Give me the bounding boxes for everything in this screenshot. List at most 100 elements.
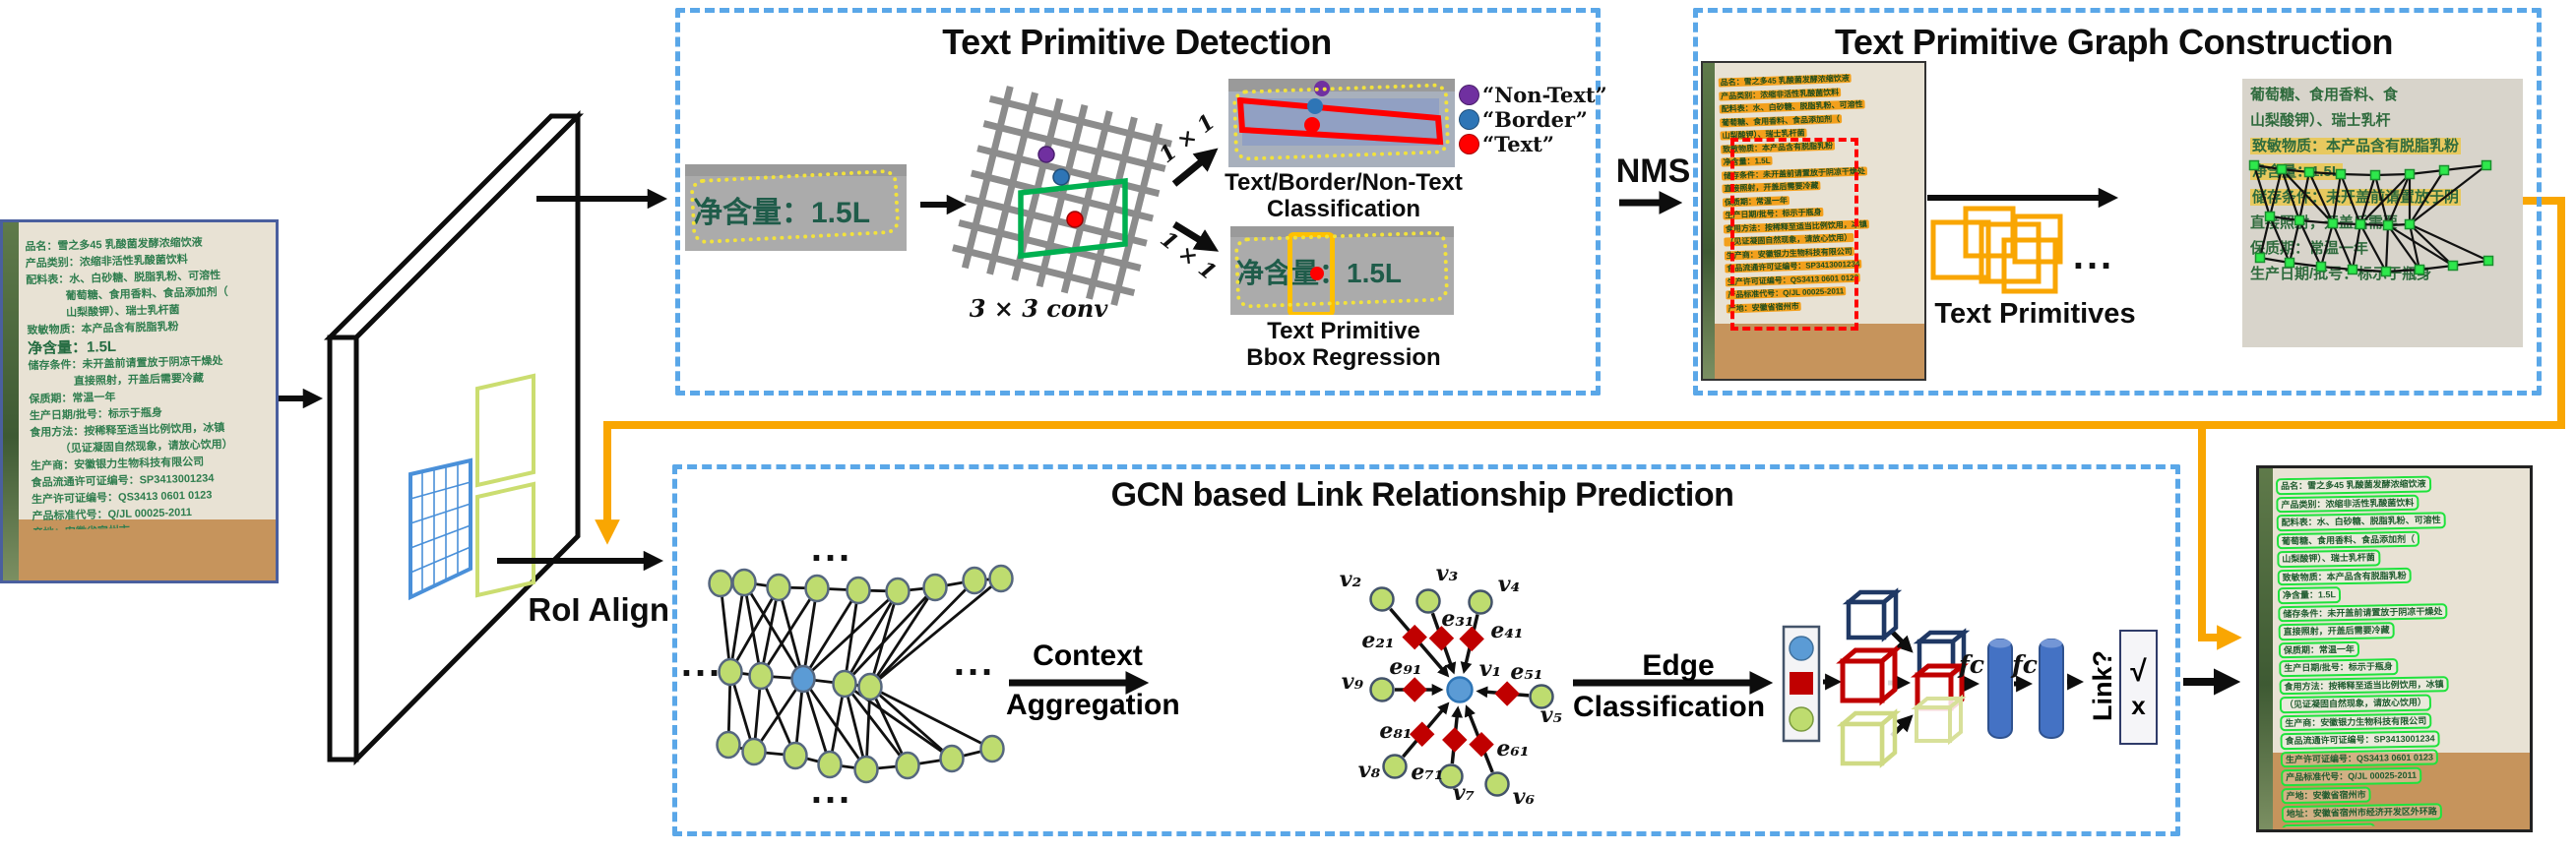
bottle-edge [3, 222, 19, 580]
text-line: 产地：安徽省宿州市 [2281, 786, 2371, 805]
text-line: 保质期：常温一年 [2250, 240, 2369, 257]
mesh-edge [2409, 223, 2489, 262]
proposal-box-2 [475, 481, 535, 598]
graph-ellipsis-left: ... [680, 641, 723, 685]
conv-grid [952, 86, 1172, 306]
classification-caption-1: Text/Border/Non-Text [1225, 169, 1463, 196]
mesh-node [2414, 264, 2425, 275]
conv-3x3-label: 3 × 3 conv [969, 294, 1108, 323]
node-feature-blue [1789, 636, 1814, 661]
mesh-node [2482, 255, 2494, 267]
node-label: v₃ [1436, 561, 1459, 586]
mesh-edge [2298, 218, 2334, 225]
graph-edge [801, 678, 832, 765]
mesh-node [2284, 257, 2295, 269]
graph-edge [801, 589, 860, 680]
mesh-edge [2443, 163, 2487, 172]
edge-label-2: Classification [1572, 691, 1766, 723]
mesh-edge [2387, 224, 2420, 271]
mesh-node [2404, 218, 2416, 230]
edge-feature-red [1790, 672, 1813, 695]
graph-edge [843, 589, 860, 685]
graph-node [731, 568, 757, 597]
graph-ellipsis-top: ... [810, 526, 853, 570]
edge-label: e₃₁ [1441, 606, 1474, 632]
mesh-edge [2374, 172, 2411, 177]
graph-node [846, 576, 871, 605]
graph-node [783, 741, 808, 770]
fc-label-1: fc [1959, 650, 1984, 679]
graph-node [741, 737, 767, 766]
mesh-edge [2373, 174, 2390, 226]
mesh-edge [2268, 215, 2292, 264]
edge-label-1: Edge [1642, 649, 1715, 682]
primitive-graph-image: 葡萄糖、食用香料、食山梨酸钾）、瑞士乳杆致敏物质：本产品含有脱脂乳粉净含量：1.… [2242, 79, 2523, 347]
edge-label: e₉₁ [1389, 654, 1421, 680]
graph-edge [868, 590, 900, 688]
mesh-edge [2340, 172, 2376, 177]
text-line: 产品标准代号：Q/JL 00025-2011 [2281, 766, 2422, 786]
red-dashed-region [1730, 138, 1858, 331]
star-node [1369, 586, 1395, 612]
gcn-box [672, 464, 2180, 836]
graph-edge [801, 587, 819, 680]
legend-label: “Non-Text” [1482, 83, 1607, 107]
pivot-node [790, 664, 816, 694]
classification-caption-2: Classification [1266, 196, 1421, 222]
crop-text: 净含量：1.5L [693, 197, 871, 229]
graph-edge [843, 590, 900, 685]
text-line: 储存条件：未开盖前请置放于阴凉干燥处 [2278, 602, 2448, 623]
primitive-graph-mesh [2248, 159, 2494, 277]
mesh-edge [2308, 170, 2342, 176]
graph-node [853, 755, 879, 784]
mesh-edge [2408, 223, 2421, 271]
graph-edge [869, 577, 1002, 689]
orange-connector [595, 197, 2565, 650]
mesh-edge [2386, 173, 2412, 226]
graph-node [817, 750, 843, 779]
edge-label: e₆₁ [1496, 736, 1529, 762]
graph-node [979, 734, 1005, 763]
node-label: v₈ [1358, 758, 1381, 783]
text-line: 食用方法：按稀释至适当比例饮用，冰镇 [2279, 675, 2449, 696]
graph-edge [719, 582, 732, 673]
text-line: 配料表：水、白砂糖、脱脂乳粉、可溶性 [2276, 512, 2446, 531]
graph-edge [869, 685, 953, 761]
graph-node [804, 574, 830, 603]
mesh-edge [2358, 174, 2377, 225]
graph-edge [777, 586, 805, 680]
non-text-pixel-dot [1037, 146, 1055, 163]
graph-node [895, 751, 920, 780]
input-photo: 品名：雪之多45 乳酸菌发酵浓缩饮液产品类别：浓缩非活性乳酸菌饮料配料表：水、白… [0, 219, 279, 583]
node-label: v₄ [1498, 572, 1520, 597]
legend-item: “Non-Text” [1459, 83, 1607, 107]
context-label-1: Context [1033, 640, 1143, 672]
node-feature-green [1789, 706, 1814, 732]
mesh-edge [2288, 219, 2301, 264]
table-surface [3, 519, 276, 580]
graph-edge [759, 587, 819, 677]
regression-caption-2: Bbox Regression [1246, 344, 1441, 371]
text-line: 葡萄糖、食用香料、食 [2250, 87, 2399, 103]
text-line: 生产商：安徽银力生物科技有限公司 [2280, 712, 2432, 732]
mesh-edge [2452, 259, 2489, 268]
mesh-node [2481, 159, 2492, 171]
mesh-node [2404, 168, 2416, 180]
pixel-class-legend: “Non-Text” “Border” “Text” [1459, 83, 1607, 156]
mesh-edge [2351, 223, 2362, 271]
mesh-node [2382, 219, 2394, 231]
link-question-label: Link? [2088, 650, 2117, 721]
mesh-edge [2339, 173, 2362, 225]
text-primitives-icon [1930, 206, 2063, 294]
center-text-dot [1310, 267, 1324, 280]
text-line: 致敏物质：本产品含有脱脂乳粉 [2250, 138, 2462, 154]
border-dot [1307, 98, 1323, 114]
legend-label: “Text” [1482, 132, 1554, 156]
text-line: 直接照射，开盖后需要冷藏 [2278, 622, 2395, 640]
classification-image [1228, 79, 1455, 167]
non-text-dot [1314, 81, 1330, 96]
graph-node [832, 669, 857, 699]
primitives-ellipsis: ... [2072, 234, 2115, 277]
